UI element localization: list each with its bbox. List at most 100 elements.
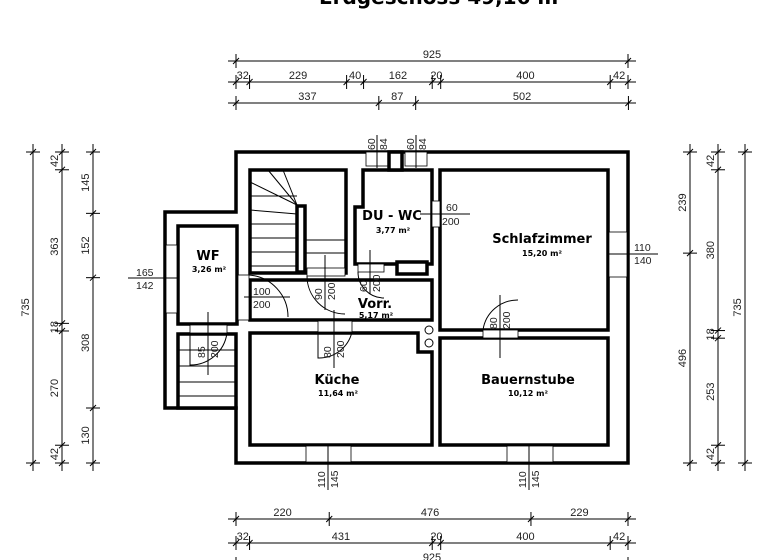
dimension-label: 20: [430, 531, 442, 543]
opening-label: 85: [196, 346, 208, 358]
dimension-label: 42: [613, 531, 625, 543]
dimension-label: 18: [705, 328, 717, 340]
dimension-label: 270: [49, 379, 61, 397]
dimension-label: 20: [430, 70, 442, 82]
room-name: Bauernstube: [481, 373, 575, 388]
dimension-chains: 925 32 229 40 162 20 400 42 337 87 502 220 476 229 32 4…: [20, 49, 752, 560]
room-name: Vorr.: [358, 297, 392, 312]
dimension-label: 239: [677, 193, 689, 211]
opening-label: 110: [316, 471, 328, 488]
opening-label: 200: [501, 311, 513, 329]
dimension-label: 18: [49, 321, 61, 333]
dimension-label: 40: [349, 70, 361, 82]
dimension-label: 87: [391, 91, 403, 103]
room-labels: WF 3,26 m² DU - WC 3,77 m² Schlafzimmer …: [192, 209, 593, 398]
dimension-label: 229: [289, 70, 307, 82]
opening-label: 200: [253, 299, 271, 311]
walls: [163, 150, 630, 465]
opening-label: 84: [378, 138, 390, 150]
dimension-label: 42: [49, 155, 61, 167]
room-kueche: [248, 331, 434, 447]
opening-label: 60: [405, 138, 417, 150]
dimension-label: 130: [80, 426, 92, 444]
room-area: 3,77 m²: [376, 226, 411, 235]
opening-labels: 60 84 60 84 60 200 110 140 165 142 100 2…: [128, 135, 658, 490]
window-bauernstube: [506, 445, 554, 463]
opening-label: 60: [446, 202, 458, 214]
room-area: 11,64 m²: [318, 389, 358, 398]
opening-label: 200: [335, 340, 347, 358]
opening-label: 140: [634, 255, 652, 267]
dimension-label: 42: [705, 448, 717, 460]
dimension-label: 400: [516, 531, 534, 543]
opening-label: 200: [442, 216, 460, 228]
dimension-label: 363: [49, 237, 61, 255]
opening-label: 142: [136, 280, 154, 292]
dimension-label: 42: [613, 70, 625, 82]
window-wf: [165, 244, 178, 314]
dimension-label: 42: [705, 155, 717, 167]
door-du-wc: [357, 263, 385, 273]
opening-label: 80: [488, 317, 500, 329]
dimension-label: 400: [516, 70, 534, 82]
opening-label: 80: [322, 346, 334, 358]
opening-label: 60: [358, 280, 370, 292]
opening-label: 200: [209, 340, 221, 358]
room-area: 10,12 m²: [508, 389, 548, 398]
opening-label: 145: [329, 470, 341, 488]
room-schlafzimmer: [438, 168, 610, 332]
opening-label: 110: [634, 242, 651, 254]
dimension-label: 42: [49, 448, 61, 460]
dimension-label: 431: [332, 531, 350, 543]
chimney: [387, 150, 404, 172]
shaft: [395, 260, 429, 276]
plan-title: Erdgeschoss 49,16 m²: [319, 0, 567, 9]
room-name: Küche: [315, 373, 360, 388]
pipe-icon: [424, 325, 434, 335]
room-area: 3,26 m²: [192, 265, 227, 274]
dimension-label: 162: [389, 70, 407, 82]
dimension-label: 925: [423, 552, 441, 560]
dimension-label: 337: [298, 91, 316, 103]
outer-stairs: [176, 332, 238, 410]
opening-label: 200: [326, 282, 338, 300]
dimension-label: 152: [80, 236, 92, 254]
dimension-label: 735: [732, 298, 744, 316]
room-wf: [176, 224, 239, 326]
dimension-label: 502: [513, 91, 531, 103]
opening-label: 84: [417, 138, 429, 150]
room-name: Schlafzimmer: [492, 232, 592, 247]
stair-core-wall: [295, 204, 307, 274]
dimension-label: 32: [237, 70, 249, 82]
dimension-label: 925: [423, 49, 441, 61]
dimension-label: 380: [705, 241, 717, 259]
room-name: WF: [196, 249, 219, 264]
room-name: DU - WC: [362, 209, 422, 224]
room-bauernstube: [438, 336, 610, 447]
dimension-label: 496: [677, 349, 689, 367]
door-stair-exit: [306, 267, 346, 277]
dimension-label: 145: [80, 173, 92, 191]
dimension-label: 735: [20, 298, 32, 316]
dimension-label: 32: [237, 531, 249, 543]
opening-label: 90: [313, 288, 325, 300]
stair-treads: [178, 169, 346, 397]
room-du-wc: [353, 168, 434, 266]
opening-label: 110: [517, 471, 529, 488]
opening-label: 165: [136, 267, 154, 279]
room-area: 15,20 m²: [522, 249, 562, 258]
room-area: 5,17 m²: [359, 311, 394, 320]
dimension-label: 308: [80, 334, 92, 352]
door-kueche: [317, 320, 353, 333]
opening-label: 100: [253, 286, 271, 298]
opening-label: 200: [371, 274, 383, 292]
dimension-label: 229: [570, 507, 588, 519]
pipe-icon: [424, 338, 434, 348]
room-vorr: [248, 278, 434, 322]
opening-label: 60: [366, 138, 378, 150]
dimension-label: 253: [705, 383, 717, 401]
dimension-label: 220: [273, 507, 291, 519]
dimension-label: 476: [421, 507, 439, 519]
opening-label: 145: [530, 470, 542, 488]
